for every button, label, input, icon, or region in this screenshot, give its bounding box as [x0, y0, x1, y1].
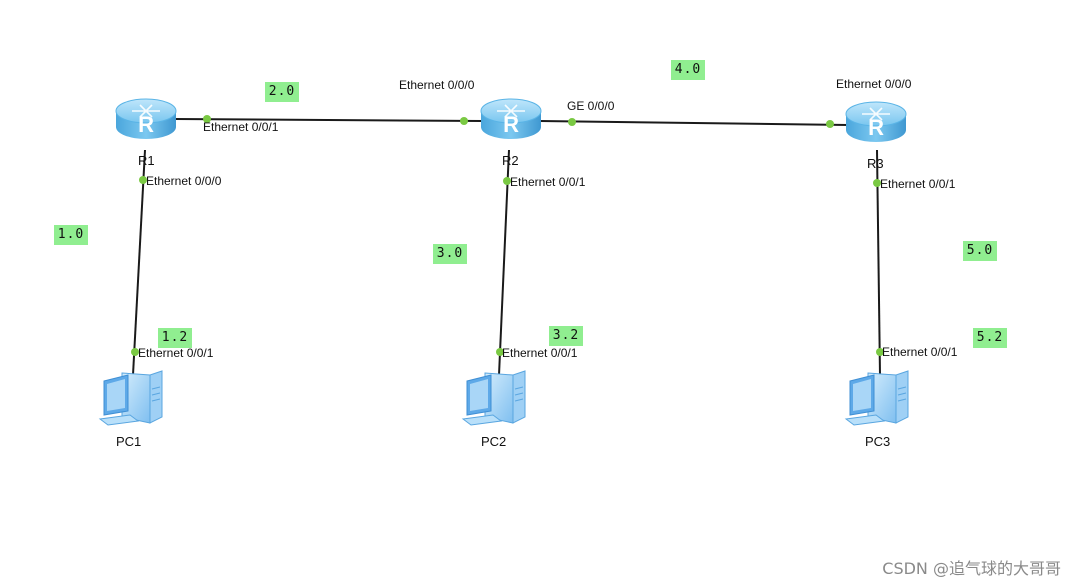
device-name-r2: R2 [502, 153, 519, 168]
subnet-tag: 1.0 [54, 225, 88, 245]
pc-icon[interactable] [462, 370, 526, 426]
device-name-r3: R3 [867, 156, 884, 171]
subnet-tag: 3.2 [549, 326, 583, 346]
subnet-tag: 5.2 [973, 328, 1007, 348]
device-name-pc3: PC3 [865, 434, 891, 449]
router-icon[interactable] [115, 98, 177, 140]
device-name-r1: R1 [138, 153, 155, 168]
subnet-tag: 1.2 [158, 328, 192, 348]
port-dot [873, 179, 881, 187]
port-label: Ethernet 0/0/1 [882, 345, 958, 359]
port-label: Ethernet 0/0/1 [502, 346, 578, 360]
watermark: CSDN @追气球的大哥哥 [882, 559, 1061, 578]
port-label: Ethernet 0/0/1 [510, 175, 586, 189]
port-label: Ethernet 0/0/1 [138, 346, 214, 360]
pc-icon[interactable] [99, 370, 163, 426]
port-label: Ethernet 0/0/0 [836, 77, 912, 91]
port-dot [139, 176, 147, 184]
router-icon[interactable] [480, 98, 542, 140]
pc-icon[interactable] [845, 370, 909, 426]
port-label: Ethernet 0/0/1 [203, 120, 279, 134]
port-dot [826, 120, 834, 128]
port-label: Ethernet 0/0/0 [399, 78, 475, 92]
port-dot [876, 348, 884, 356]
port-label: Ethernet 0/0/1 [880, 177, 956, 191]
link-r3-pc3 [876, 149, 881, 376]
subnet-tag: 3.0 [433, 244, 467, 264]
subnet-tag: 5.0 [963, 241, 997, 261]
port-dot [460, 117, 468, 125]
router-icon[interactable] [845, 101, 907, 143]
port-label: Ethernet 0/0/0 [146, 174, 222, 188]
port-dot [203, 115, 211, 123]
device-name-pc1: PC1 [116, 434, 142, 449]
port-label: GE 0/0/0 [567, 99, 615, 113]
link-r2-r3 [539, 120, 849, 126]
port-dot [568, 118, 576, 126]
port-dot [503, 177, 511, 185]
device-name-pc2: PC2 [481, 434, 507, 449]
subnet-tag: 2.0 [265, 82, 299, 102]
subnet-tag: 4.0 [671, 60, 705, 80]
link-r1-r2 [174, 118, 483, 122]
port-dot [131, 348, 139, 356]
port-dot [496, 348, 504, 356]
link-r1-pc1 [132, 149, 146, 376]
link-r2-pc2 [498, 149, 510, 376]
